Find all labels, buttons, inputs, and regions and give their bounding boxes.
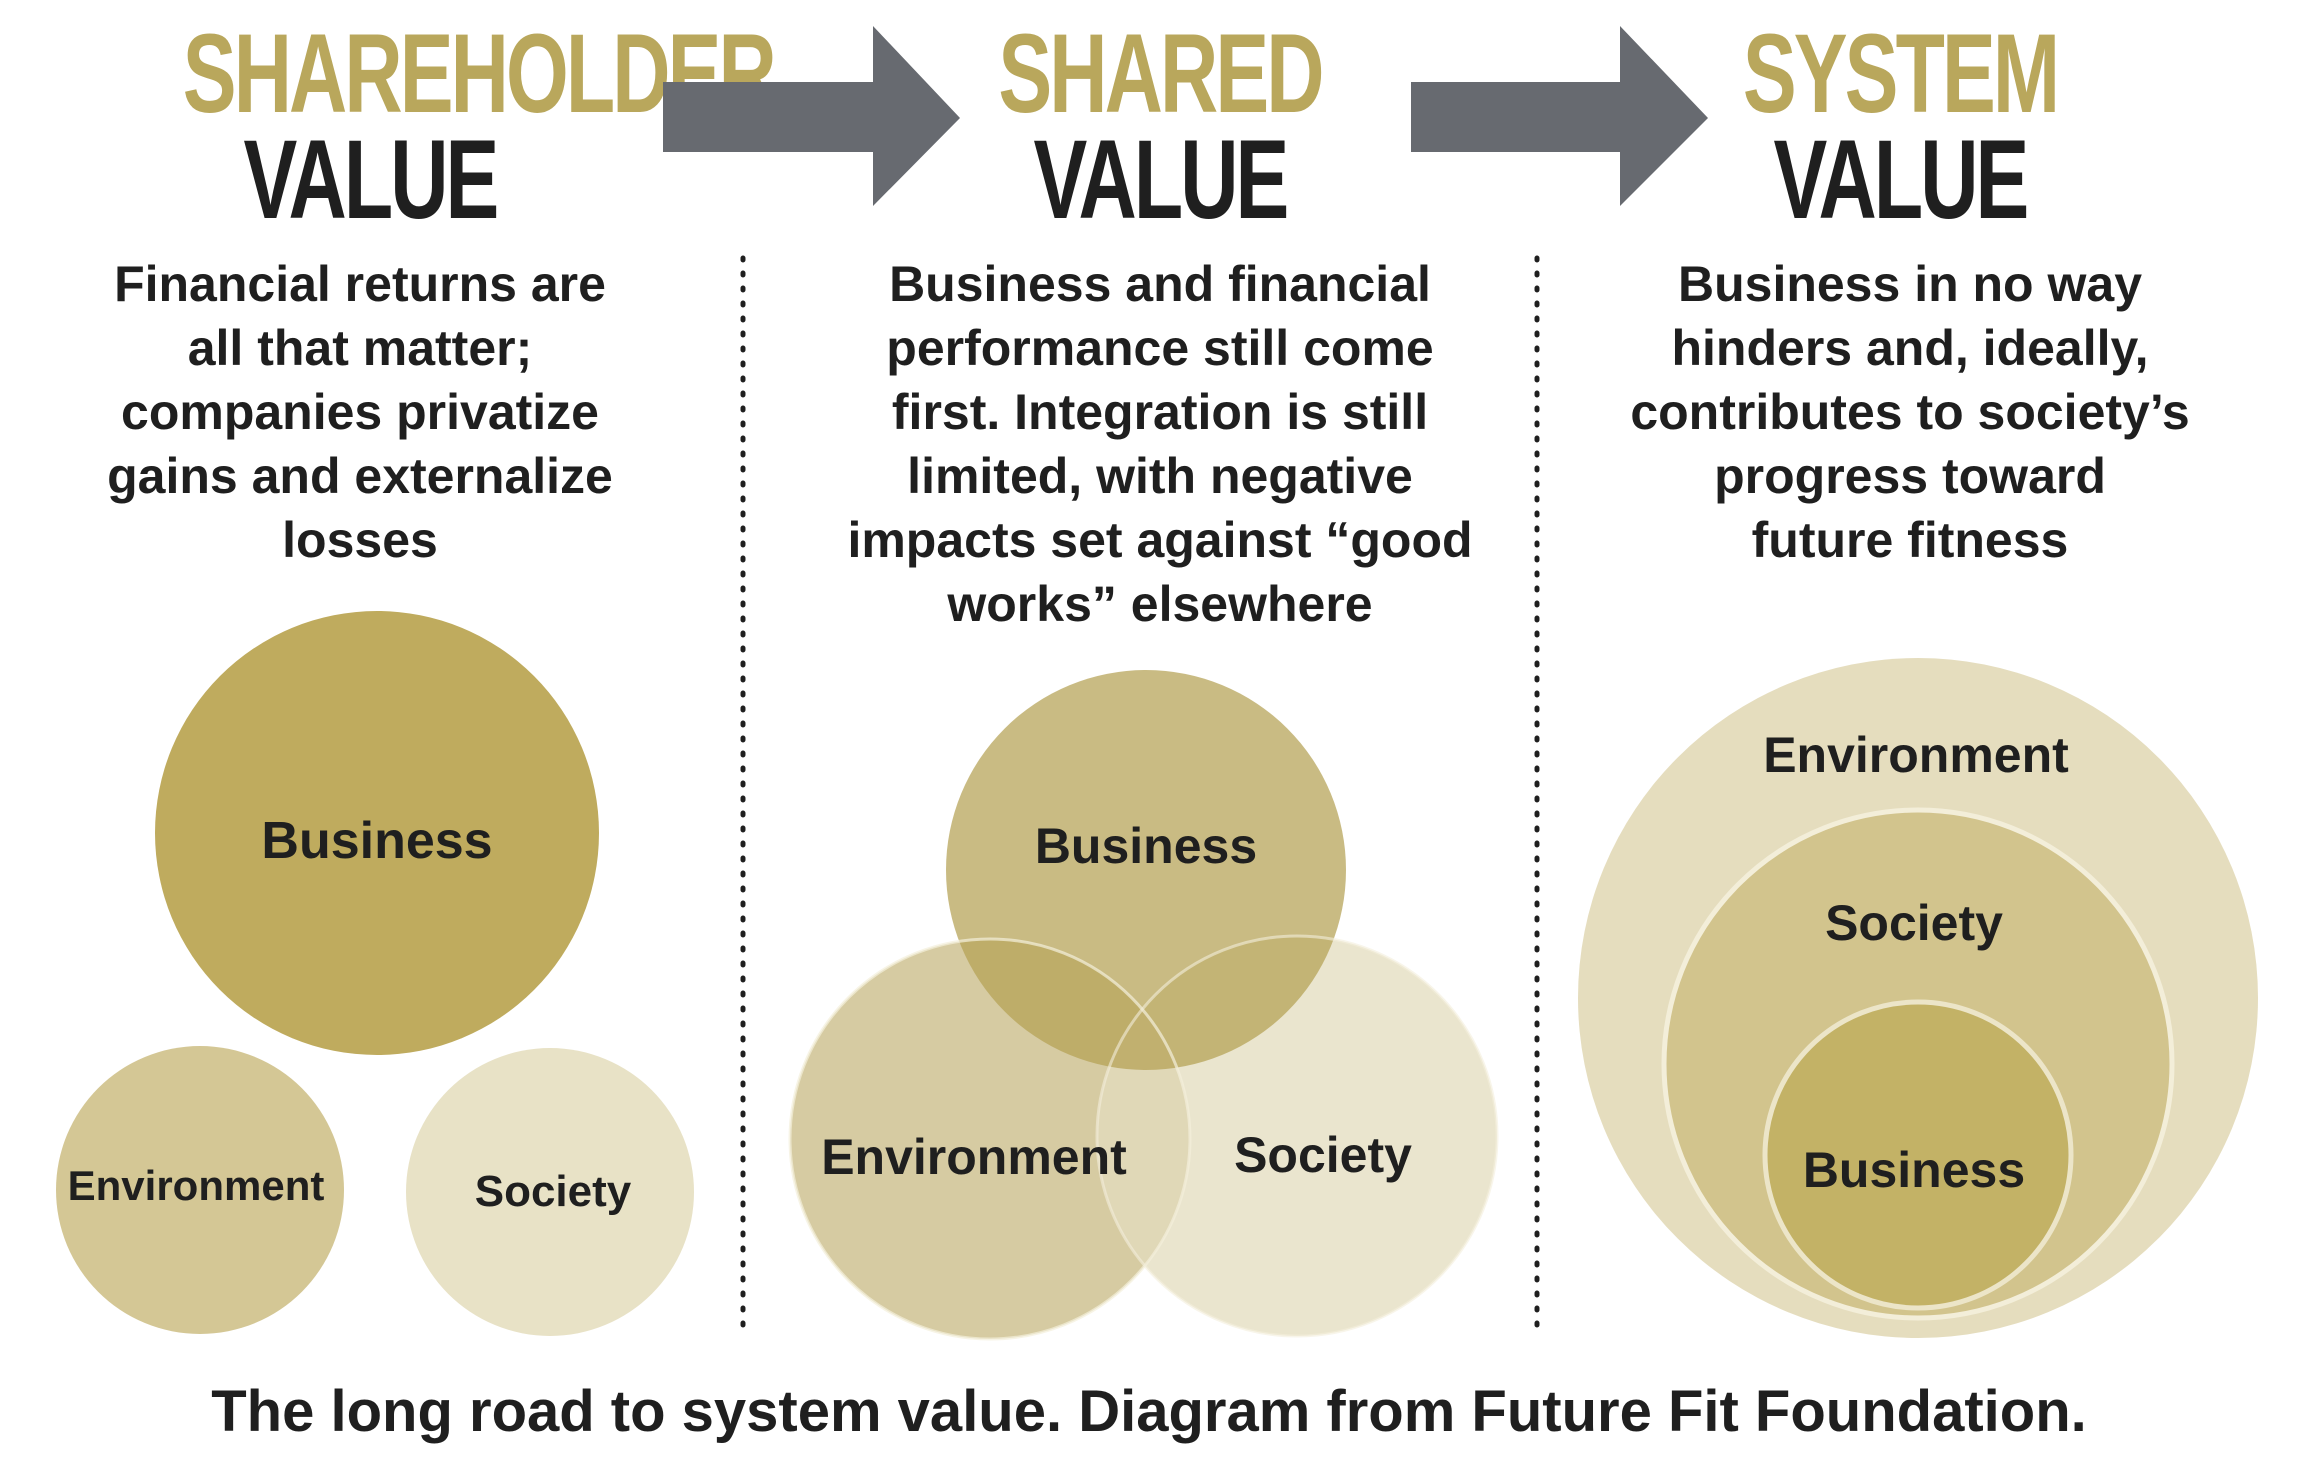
description-line: Financial returns are [114,256,606,312]
society-circle [406,1048,694,1336]
description-line: companies privatize [121,384,599,440]
description-shared: Business and financial performance still… [820,252,1500,636]
description-line: all that matter; [187,320,533,376]
heading-shareholder-bottom: VALUE [243,117,500,242]
description-line: losses [282,512,438,568]
business-label: Business [1803,1142,2025,1198]
description-line: works” elsewhere [947,576,1373,632]
environment-label: Environment [1763,727,2069,783]
business-label: Business [261,812,492,870]
caption: The long road to system value. Diagram f… [211,1379,2087,1444]
environment-circle [56,1046,344,1334]
heading-system-top: SYSTEM [1742,11,2060,136]
description-line: impacts set against “good [847,512,1473,568]
description-line: first. Integration is still [891,384,1429,440]
description-system: Business in no way hinders and, ideally,… [1580,252,2240,572]
description-line: contributes to society’s [1630,384,2190,440]
description-line: performance still come [886,320,1434,376]
heading-shared-value: SHARED VALUE [900,18,1420,236]
society-label: Society [1825,895,2003,951]
heading-shared-top: SHARED [998,11,1324,136]
business-circle [155,611,599,1055]
description-line: future fitness [1751,512,2069,568]
description-shareholder: Financial returns are all that matter; c… [60,252,660,572]
description-line: Business and financial [889,256,1431,312]
heading-system-bottom: VALUE [1773,117,2030,242]
venn-outline [788,937,1192,1341]
heading-shared-bottom: VALUE [1033,117,1290,242]
description-line: gains and externalize [107,448,613,504]
venn-outline [1095,934,1499,1338]
society-label: Society [1234,1127,1412,1183]
business-label: Business [1035,818,1257,874]
environment-label: Environment [821,1129,1127,1185]
environment-label: Environment [68,1162,325,1209]
description-line: hinders and, ideally, [1671,320,2149,376]
arrow-right-icon [1411,26,1708,206]
description-line: limited, with negative [907,448,1413,504]
heading-system-value: SYSTEM VALUE [1640,18,2160,236]
arrow-right-icon [663,26,960,206]
description-line: Business in no way [1677,256,2142,312]
business-circle [946,670,1346,1070]
society-label: Society [475,1167,632,1216]
description-line: progress toward [1714,448,2106,504]
business-circle [1762,999,2074,1311]
